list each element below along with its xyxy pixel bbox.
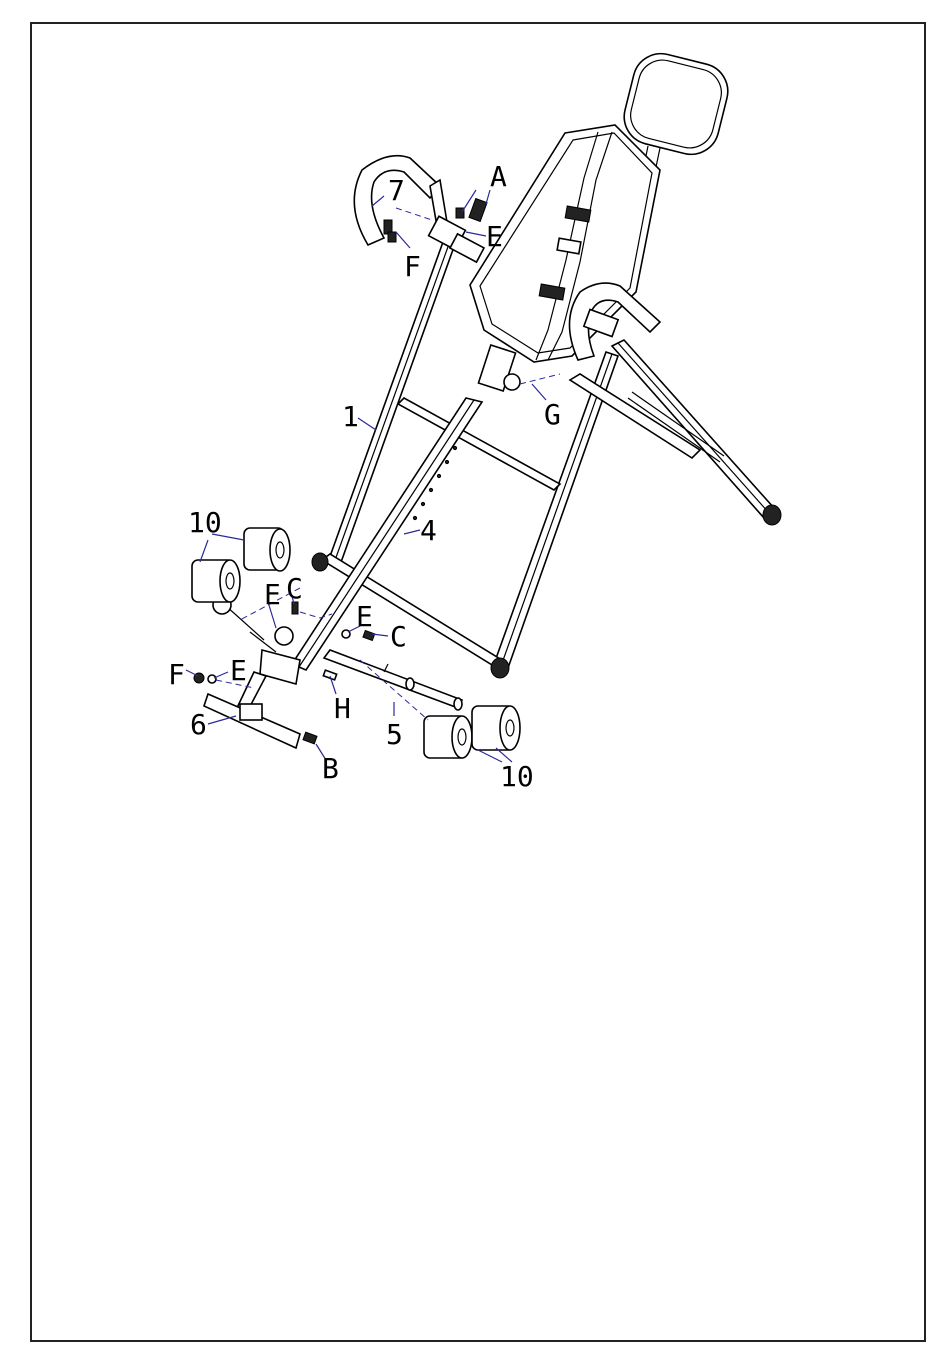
label-C-left: C — [286, 572, 303, 605]
foam-roller-4 — [472, 706, 520, 750]
label-1: 1 — [342, 400, 359, 433]
label-H: H — [334, 692, 351, 725]
label-C-mid: C — [390, 620, 407, 653]
label-6: 6 — [190, 708, 207, 741]
label-10-left: 10 — [188, 506, 222, 539]
label-A: A — [490, 160, 507, 193]
foam-roller-3 — [424, 716, 472, 758]
label-10-right: 10 — [500, 760, 534, 793]
label-G: G — [544, 398, 561, 431]
label-7: 7 — [388, 174, 405, 207]
label-E-left: E — [264, 578, 281, 611]
label-4: 4 — [420, 514, 437, 547]
label-E-mid: E — [356, 600, 373, 633]
label-E-low: E — [230, 654, 247, 687]
label-B: B — [322, 752, 339, 785]
label-5: 5 — [386, 718, 403, 751]
ankle-assembly — [204, 596, 300, 748]
label-E-top: E — [486, 220, 503, 253]
foam-roller-1 — [244, 528, 290, 571]
label-F-top: F — [404, 250, 421, 283]
label-F-left: F — [168, 658, 185, 691]
foam-roller-2 — [192, 560, 240, 602]
